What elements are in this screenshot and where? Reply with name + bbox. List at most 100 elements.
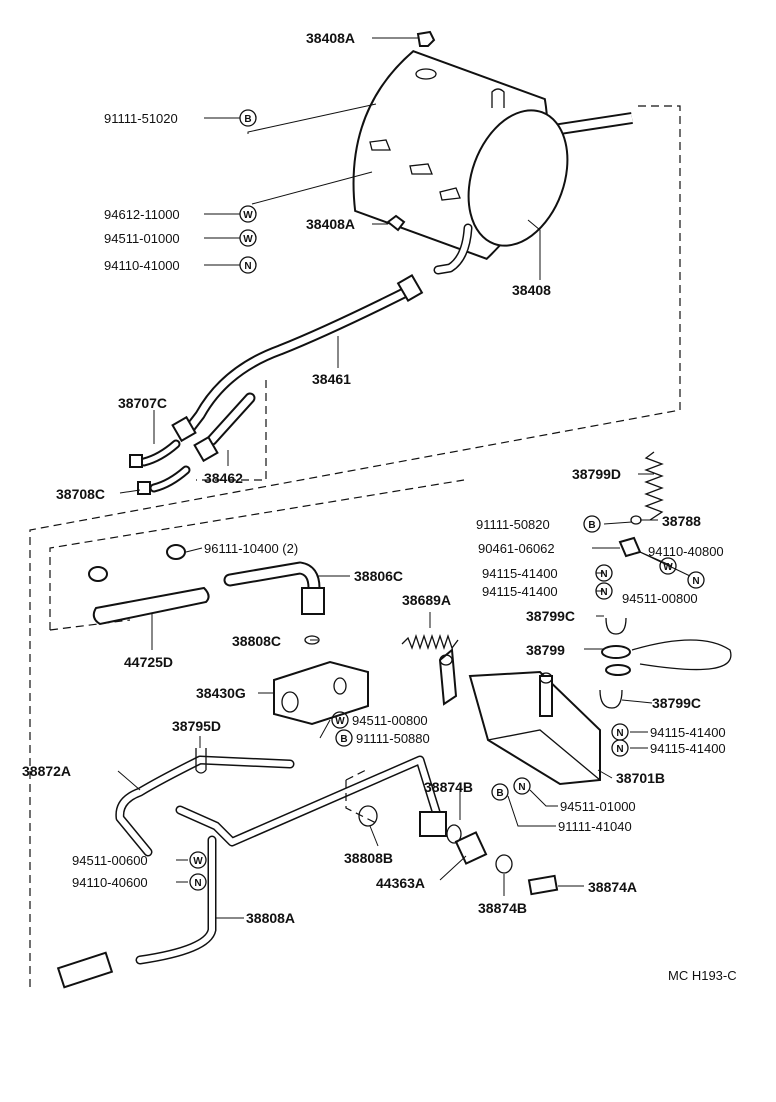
svg-text:W: W — [243, 210, 253, 221]
svg-text:B: B — [340, 734, 347, 745]
label-38689A: 38689A — [402, 592, 451, 608]
label-38701B: 38701B — [616, 770, 665, 786]
svg-text:N: N — [518, 782, 525, 793]
clip-38788 — [630, 515, 642, 525]
label-38806C: 38806C — [354, 568, 403, 584]
bracket-38701B — [438, 648, 601, 786]
label-38408A-top: 38408A — [306, 30, 355, 46]
hose-44725D — [92, 586, 210, 626]
label-91111-51020: 91111-51020 — [104, 111, 178, 126]
svg-text:N: N — [692, 576, 699, 587]
bolt-icon: B — [239, 109, 257, 127]
washer-icon: W — [659, 557, 677, 575]
fitting-44363A — [446, 824, 488, 865]
elbow-38708C — [137, 465, 191, 495]
label-94115-41400-a: 94115-41400 — [482, 566, 558, 581]
oring-38808C — [304, 635, 320, 645]
label-38874B-b: 38874B — [478, 900, 527, 916]
bolt-38874A — [527, 874, 559, 896]
bolt-icon: B — [491, 783, 509, 801]
pipe-38872A — [115, 755, 295, 857]
label-38874B-a: 38874B — [424, 779, 473, 795]
washer-icon: W — [239, 205, 257, 223]
label-90461-06062: 90461-06062 — [478, 541, 555, 556]
label-38707C: 38707C — [118, 395, 167, 411]
svg-text:B: B — [496, 788, 503, 799]
label-94115-41400-d: 94115-41400 — [650, 741, 726, 756]
bolt-icon: B — [583, 515, 601, 533]
pipe-38808A — [56, 755, 447, 989]
label-38799: 38799 — [526, 642, 565, 658]
drain-plug-38408A-top — [416, 30, 436, 47]
label-94511-01000-b: 94511-01000 — [560, 799, 636, 814]
label-38788: 38788 — [662, 513, 701, 529]
fastener-symbols: B W W N B W N N N N N N B W B W N — [189, 109, 705, 891]
label-38408: 38408 — [512, 282, 551, 298]
label-96111-10400: 96111-10400 (2) — [204, 541, 298, 556]
label-38462: 38462 — [204, 470, 243, 486]
label-94115-41400-c: 94115-41400 — [650, 725, 726, 740]
svg-text:W: W — [193, 856, 203, 867]
label-38795D: 38795D — [172, 718, 221, 734]
label-38461: 38461 — [312, 371, 351, 387]
hose-38806C — [223, 561, 325, 615]
svg-text:N: N — [616, 728, 623, 739]
elbow-38707C — [129, 439, 181, 468]
svg-text:N: N — [244, 261, 251, 272]
air-tank — [352, 50, 633, 275]
ubolt-38799C-b — [599, 689, 623, 709]
svg-text:N: N — [600, 587, 607, 598]
label-38799C-a: 38799C — [526, 608, 575, 624]
label-38430G: 38430G — [196, 685, 246, 701]
ubolt-38799C-a — [605, 617, 627, 635]
label-91111-50880: 91111-50880 — [356, 731, 430, 746]
label-94110-40800: 94110-40800 — [648, 544, 724, 559]
nut-icon: N — [611, 723, 629, 741]
washer-icon: W — [331, 711, 349, 729]
svg-text:N: N — [616, 744, 623, 755]
label-94511-00800-r: 94511-00800 — [622, 591, 698, 606]
label-94511-00600: 94511-00600 — [72, 853, 148, 868]
svg-text:W: W — [335, 716, 345, 727]
svg-text:B: B — [244, 114, 251, 125]
label-38808C: 38808C — [232, 633, 281, 649]
svg-text:B: B — [588, 520, 595, 531]
label-44363A: 44363A — [376, 875, 425, 891]
label-94115-41400-b: 94115-41400 — [482, 584, 558, 599]
label-94110-40600: 94110-40600 — [72, 875, 148, 890]
clamps-96111 — [88, 544, 186, 582]
governor-38430G — [273, 660, 369, 726]
label-38799C-b: 38799C — [652, 695, 701, 711]
hose-38461 — [171, 273, 424, 443]
oring-38808B — [358, 805, 378, 827]
svg-text:N: N — [194, 878, 201, 889]
oring-38874B — [495, 854, 513, 874]
dashed-bracket-38808B — [345, 769, 379, 825]
nut-icon: N — [611, 739, 629, 757]
bolt-icon: B — [335, 729, 353, 747]
svg-text:W: W — [243, 234, 253, 245]
label-38872A: 38872A — [22, 763, 71, 779]
cable-38799 — [601, 639, 732, 676]
label-94612-11000: 94612-11000 — [104, 207, 180, 222]
nut-icon: N — [595, 582, 613, 600]
label-94110-41000: 94110-41000 — [104, 258, 180, 273]
nut-icon: N — [513, 777, 531, 795]
washer-icon: W — [239, 229, 257, 247]
clip-38795D — [195, 748, 207, 774]
label-94511-00800-l: 94511-00800 — [352, 713, 428, 728]
leader-lines — [117, 37, 691, 919]
part-labels: 38408A 91111-51020 94612-11000 94511-010… — [22, 30, 726, 926]
washer-icon: W — [189, 851, 207, 869]
nut-icon: N — [189, 873, 207, 891]
label-38874A: 38874A — [588, 879, 637, 895]
bracket-90461 — [618, 536, 642, 558]
label-44725D: 44725D — [124, 654, 173, 670]
drain-plug-38408A-mid — [386, 214, 406, 232]
label-91111-50820: 91111-50820 — [476, 517, 550, 532]
spring-38799D — [644, 451, 664, 521]
nut-icon: N — [595, 564, 613, 582]
dashed-boundaries — [29, 105, 681, 990]
label-38799D: 38799D — [572, 466, 621, 482]
